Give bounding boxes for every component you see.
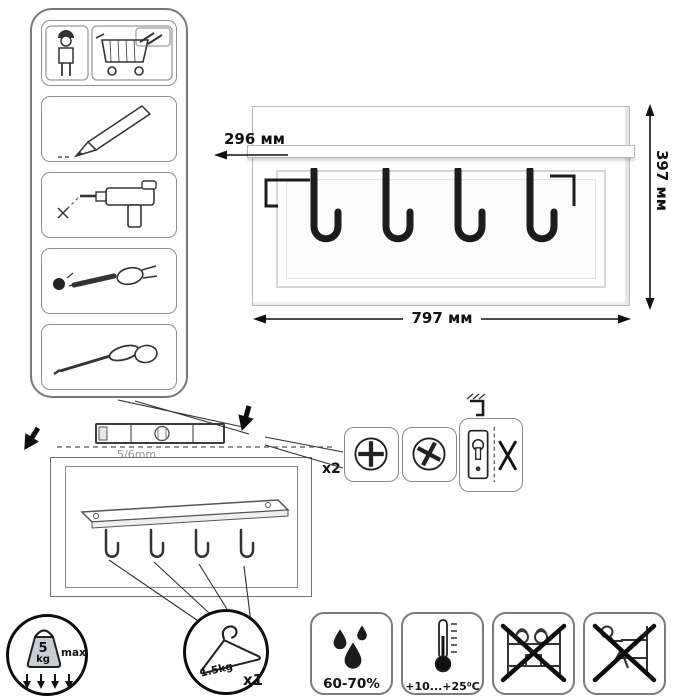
width-dimension: 797 мм bbox=[252, 308, 632, 327]
pencil-icon bbox=[58, 105, 152, 158]
coat-hook bbox=[526, 168, 558, 243]
screw-head-icon bbox=[412, 437, 446, 471]
required-tools-panel bbox=[30, 8, 188, 398]
keyhole-bracket-icon bbox=[466, 393, 486, 417]
step-mark-with-pencil bbox=[41, 96, 177, 162]
temperature-label: +10...+25⁰C bbox=[405, 680, 480, 693]
hanger-icon bbox=[199, 625, 261, 675]
right-end-hook bbox=[550, 174, 576, 206]
screwdriver-icon bbox=[53, 344, 158, 375]
screws-count-label: x2 bbox=[322, 461, 341, 477]
left-end-hook bbox=[264, 178, 310, 208]
keyhole-plate-warning bbox=[459, 418, 523, 492]
hanger-load-badge: 1.5kg x1 bbox=[183, 609, 269, 695]
keyhole-plate-icon bbox=[467, 426, 517, 483]
temperature-box bbox=[401, 612, 484, 695]
spirit-level bbox=[95, 423, 225, 444]
press-arrow-left-icon bbox=[24, 426, 41, 451]
screw-head-icon bbox=[354, 437, 388, 471]
panel-outer-frame bbox=[276, 170, 606, 288]
person-and-cart-icon bbox=[45, 25, 173, 81]
height-dimension-arrow bbox=[645, 104, 655, 310]
press-arrow-right-icon bbox=[238, 405, 254, 431]
no-climbing-box bbox=[583, 612, 666, 695]
water-drops-icon bbox=[333, 625, 367, 669]
sketch-hook bbox=[149, 528, 165, 558]
no-heavy-items-icon bbox=[500, 623, 567, 683]
no-overload-box bbox=[492, 612, 575, 695]
screw-detail-1 bbox=[344, 427, 399, 482]
drill-icon bbox=[57, 180, 157, 228]
max-weight-unit: kg bbox=[36, 654, 50, 665]
sketch-hook bbox=[239, 528, 255, 558]
spirit-level-detail bbox=[98, 425, 194, 442]
max-weight-badge: 5 kg max bbox=[6, 614, 88, 696]
depth-dimension-arrow bbox=[214, 150, 288, 160]
mounted-rack-sketch bbox=[80, 499, 290, 558]
coat-hook bbox=[310, 168, 342, 243]
width-dimension-label: 797 мм bbox=[403, 309, 481, 327]
step-insert-dowel bbox=[41, 248, 177, 314]
dowel-hammer-icon bbox=[53, 265, 158, 290]
thermometer-icon bbox=[434, 619, 457, 673]
sketch-hook bbox=[194, 528, 210, 558]
sketch-hook bbox=[104, 528, 120, 558]
step-purchase-hardware bbox=[41, 20, 177, 86]
coat-hooks bbox=[310, 168, 558, 243]
no-hanging-person-icon bbox=[592, 623, 657, 683]
step-drill-holes bbox=[41, 172, 177, 238]
depth-dimension-label: 296 мм bbox=[224, 130, 286, 148]
coat-hook bbox=[454, 168, 486, 243]
humidity-box bbox=[310, 612, 393, 695]
max-weight-value: 5 bbox=[38, 641, 48, 656]
coat-hook bbox=[382, 168, 414, 243]
load-direction-arrows-icon bbox=[23, 674, 73, 689]
humidity-label: 60-70% bbox=[323, 676, 380, 692]
hanger-count-label: x1 bbox=[243, 671, 264, 689]
max-weight-max-label: max bbox=[61, 647, 86, 659]
screw-detail-2 bbox=[402, 427, 457, 482]
step-fasten-screw bbox=[41, 324, 177, 390]
weight-icon bbox=[26, 629, 62, 668]
height-dimension-label: 397 мм bbox=[653, 150, 671, 212]
coat-rack-shelf bbox=[247, 145, 635, 158]
